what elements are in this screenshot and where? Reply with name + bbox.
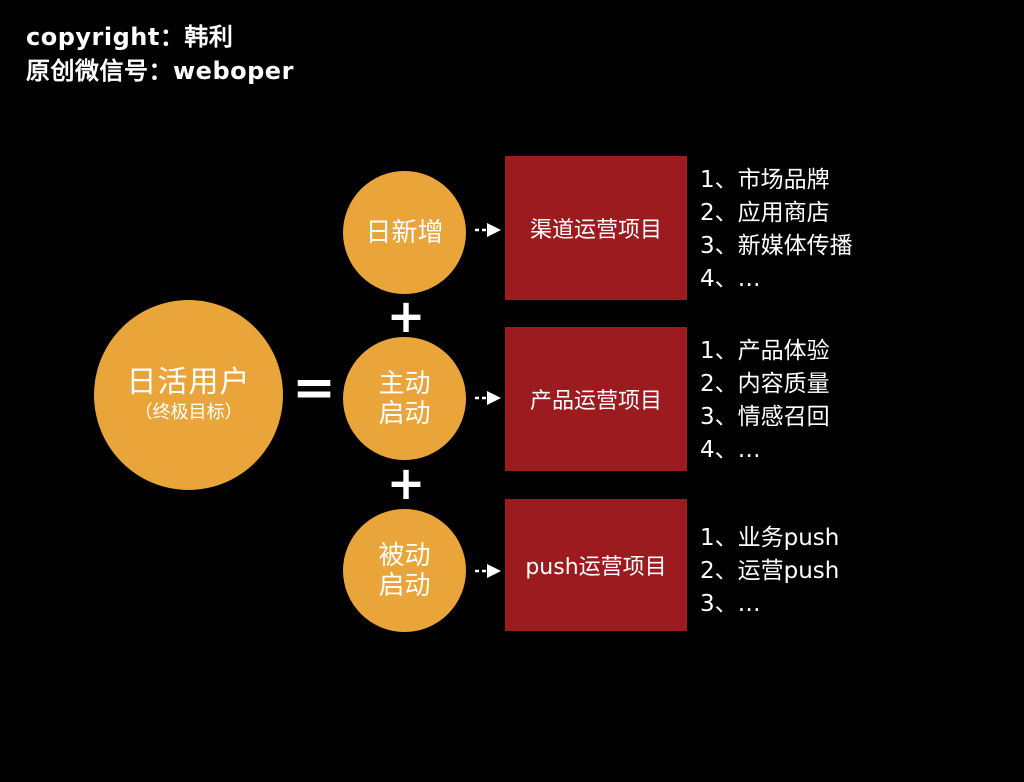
circle-label: 启动 [378,398,431,429]
copyright-line: copyright：韩利 [26,23,234,51]
equals-sign: = [292,358,336,418]
list-item: 2、运营push [700,558,840,584]
list-item: 2、应用商店 [700,200,830,226]
wechat-id-line: 原创微信号：weboper [26,57,294,85]
circle-label: 主动 [378,368,431,399]
dau-title: 日活用户 [126,365,251,400]
new-users-circle: 日新增 [343,171,466,294]
list-item: 1、市场品牌 [700,167,830,193]
list-item: 1、产品体验 [700,338,830,364]
list-item: 4、… [700,266,761,292]
list-item: 4、… [700,437,761,463]
product-ops-list: 1、产品体验 2、内容质量 3、情感召回 4、… [700,335,830,467]
channel-ops-list: 1、市场品牌 2、应用商店 3、新媒体传播 4、… [700,164,853,296]
list-item: 3、情感召回 [700,404,830,430]
passive-launch-circle: 被动 启动 [343,509,466,632]
dau-subtitle: （终极目标） [134,402,243,423]
circle-label: 日新增 [365,217,444,248]
channel-ops-box: 渠道运营项目 [505,156,687,300]
copyright-block: copyright：韩利 原创微信号：weboper [26,20,294,88]
list-item: 3、新媒体传播 [700,233,853,259]
circle-label: 被动 [378,540,431,571]
push-ops-box: push运营项目 [505,499,687,631]
push-ops-list: 1、业务push 2、运营push 3、… [700,522,839,621]
arrow-right-icon [475,223,501,237]
dau-circle: 日活用户 （终极目标） [94,300,283,490]
plus-sign: + [386,456,426,510]
list-item: 3、… [700,591,761,617]
list-item: 2、内容质量 [700,371,830,397]
plus-sign: + [386,289,426,343]
product-ops-box: 产品运营项目 [505,327,687,471]
arrow-right-icon [475,391,501,405]
arrow-right-icon [475,564,501,578]
active-launch-circle: 主动 启动 [343,337,466,460]
list-item: 1、业务push [700,525,840,551]
circle-label: 启动 [378,570,431,601]
